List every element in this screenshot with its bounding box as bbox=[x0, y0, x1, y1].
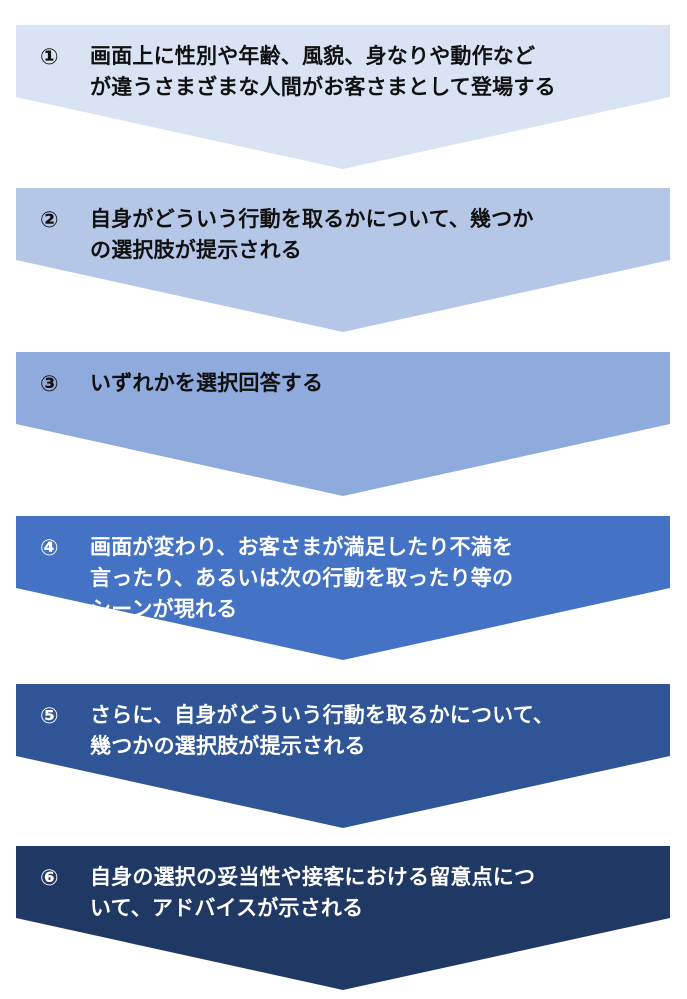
step-text-line: 画面上に性別や年齢、風貌、身なりや動作など bbox=[90, 44, 536, 68]
step-text-line: いて、アドバイスが示される bbox=[90, 896, 364, 920]
chevron-arrow-shape bbox=[16, 352, 670, 496]
flow-step-6: ⑥ 自身の選択の妥当性や接客における留意点につ いて、アドバイスが示される bbox=[16, 846, 670, 991]
step-number: ③ bbox=[40, 372, 59, 397]
chevron-arrow-shape bbox=[16, 846, 670, 990]
step-description: 自身の選択の妥当性や接客における留意点につ いて、アドバイスが示される bbox=[90, 862, 650, 924]
step-number: ④ bbox=[40, 536, 59, 561]
step-description: 画面上に性別や年齢、風貌、身なりや動作など が違うさまざまな人間がお客さまとして… bbox=[90, 41, 650, 103]
step-text-line: の選択肢が提示される bbox=[90, 238, 302, 262]
step-text-line: 自身の選択の妥当性や接客における留意点につ bbox=[90, 865, 536, 889]
flow-step-3: ③ いずれかを選択回答する bbox=[16, 352, 670, 497]
chevron-arrow-shape bbox=[16, 516, 670, 660]
step-3-arrow bbox=[16, 352, 670, 496]
step-description: いずれかを選択回答する bbox=[90, 368, 650, 399]
step-1-arrow bbox=[16, 25, 670, 169]
step-description: 画面が変わり、お客さまが満足したり不満を 言ったり、あるいは次の行動を取ったり等… bbox=[90, 532, 650, 625]
flow-step-1: ① 画面上に性別や年齢、風貌、身なりや動作など が違うさまざまな人間がお客さまと… bbox=[16, 25, 670, 170]
step-2-arrow bbox=[16, 188, 670, 332]
chevron-arrow-shape bbox=[16, 188, 670, 332]
step-text-line: いずれかを選択回答する bbox=[90, 371, 324, 395]
step-text-line: さらに、自身がどういう行動を取るかについて、 bbox=[90, 703, 555, 727]
step-text-line: 言ったり、あるいは次の行動を取ったり等の bbox=[90, 566, 514, 590]
step-text-line: 幾つかの選択肢が提示される bbox=[90, 734, 366, 758]
step-number: ② bbox=[40, 208, 59, 233]
chevron-arrow-shape bbox=[16, 25, 670, 169]
step-text-line: が違うさまざまな人間がお客さまとして登場する bbox=[90, 75, 556, 99]
step-text-line: 自身がどういう行動を取るかについて、幾つか bbox=[90, 207, 534, 231]
step-6-arrow bbox=[16, 846, 670, 990]
step-description: 自身がどういう行動を取るかについて、幾つか の選択肢が提示される bbox=[90, 204, 650, 266]
step-text-line: 画面が変わり、お客さまが満足したり不満を bbox=[90, 535, 514, 559]
chevron-arrow-shape bbox=[16, 684, 670, 828]
step-number: ⑥ bbox=[40, 866, 59, 891]
step-5-arrow bbox=[16, 684, 670, 828]
flow-step-2: ② 自身がどういう行動を取るかについて、幾つか の選択肢が提示される bbox=[16, 188, 670, 333]
step-text-line: シーンが現れる bbox=[90, 597, 238, 621]
flow-step-4: ④ 画面が変わり、お客さまが満足したり不満を 言ったり、あるいは次の行動を取った… bbox=[16, 516, 670, 661]
flow-step-5: ⑤ さらに、自身がどういう行動を取るかについて、 幾つかの選択肢が提示される bbox=[16, 684, 670, 829]
step-description: さらに、自身がどういう行動を取るかについて、 幾つかの選択肢が提示される bbox=[90, 700, 650, 762]
step-number: ⑤ bbox=[40, 704, 59, 729]
step-4-arrow bbox=[16, 516, 670, 660]
step-number: ① bbox=[40, 45, 59, 70]
